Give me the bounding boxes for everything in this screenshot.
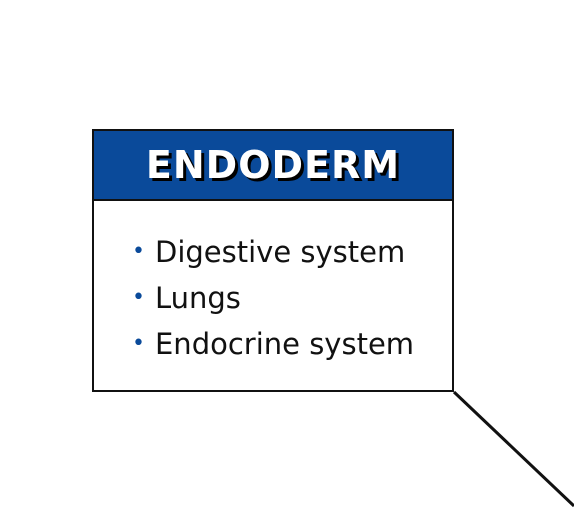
callout-list: • Digestive system • Lungs • Endocrine s… [94, 201, 452, 367]
list-item: • Digestive system [132, 229, 452, 275]
callout-title: ENDODERM [145, 143, 401, 187]
list-item-label: Endocrine system [154, 327, 415, 361]
list-item: • Lungs [132, 275, 452, 321]
bullet-icon: • [132, 285, 145, 310]
list-item: • Endocrine system [132, 321, 452, 367]
list-item-label: Lungs [154, 281, 241, 315]
list-item-label: Digestive system [154, 235, 406, 269]
callout-header: ENDODERM [94, 131, 452, 201]
bullet-icon: • [132, 239, 145, 264]
connector-line [452, 390, 574, 508]
bullet-icon: • [132, 331, 145, 356]
endoderm-callout-box: ENDODERM • Digestive system • Lungs • En… [92, 129, 454, 392]
